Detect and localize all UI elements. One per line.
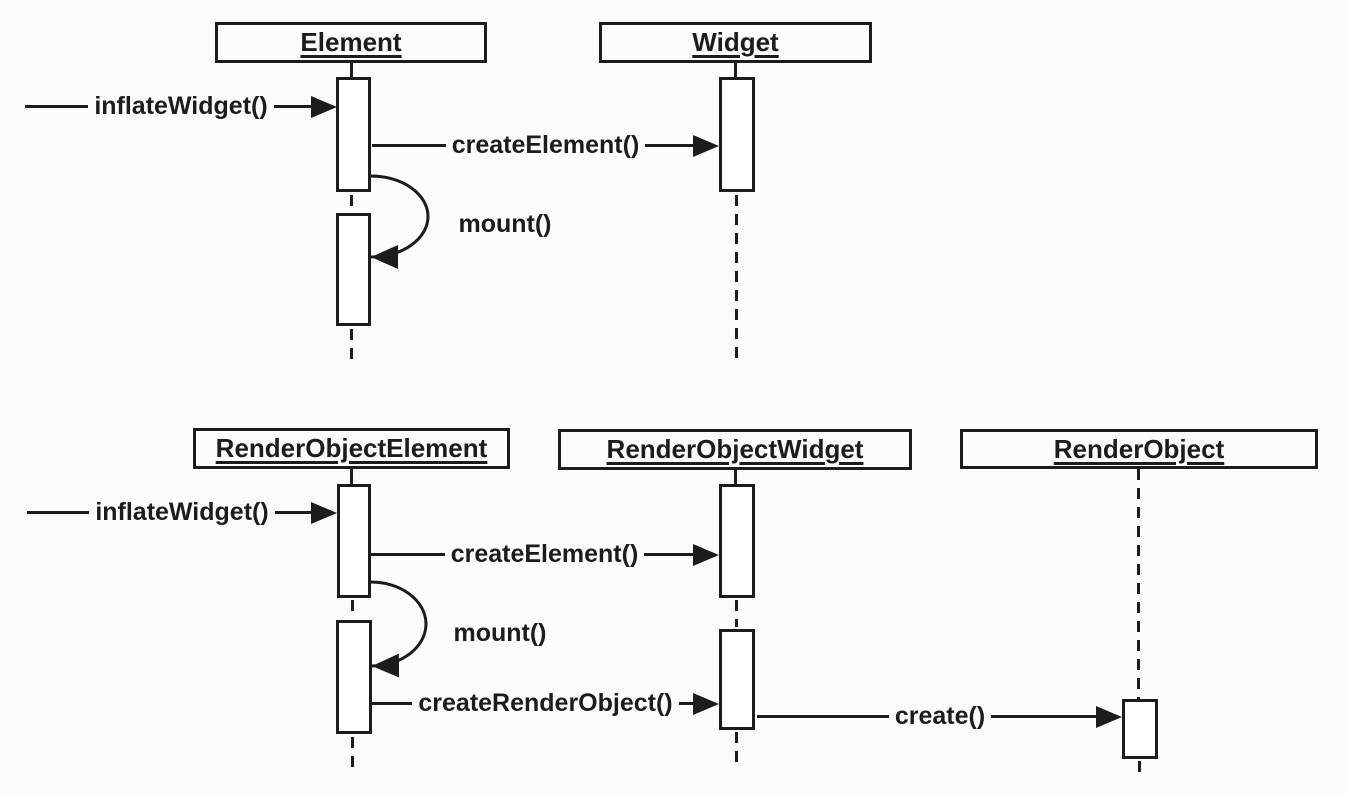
actor-name-renderobjectelement: RenderObjectElement xyxy=(215,433,488,463)
arrowhead-icon xyxy=(1096,706,1122,728)
lifeline-stem-renderobjectwidget xyxy=(734,470,737,484)
actor-name-renderobject: RenderObject xyxy=(1053,433,1225,464)
activation-bar-widget xyxy=(719,77,755,192)
lifeline-head-renderobject: RenderObject xyxy=(960,429,1318,469)
activation-bar-renderobjectwidget-1 xyxy=(719,484,755,598)
arrowhead-icon xyxy=(311,96,337,118)
lifeline-stem-renderobjectelement xyxy=(350,469,353,484)
message-label-inflatewidget: inflateWidget() xyxy=(25,92,337,120)
activation-bar-element-1 xyxy=(336,77,371,192)
lifeline-stem-element xyxy=(350,63,353,78)
message-label-inflatewidget-2: inflateWidget() xyxy=(27,498,337,526)
activation-bar-element-2 xyxy=(336,213,371,326)
lifeline-head-widget: Widget xyxy=(599,22,872,63)
actor-name-element: Element xyxy=(300,27,402,57)
lifeline-dash-renderobjectelement-gap xyxy=(351,600,354,619)
arrowhead-icon xyxy=(693,544,719,566)
activation-bar-renderobjectwidget-2 xyxy=(719,629,755,730)
lifeline-dash-element-tail xyxy=(350,329,353,360)
message-label-mount-2: mount() xyxy=(453,619,547,647)
mount-self-call-arc-2 xyxy=(369,580,428,678)
lifeline-head-element: Element xyxy=(215,22,487,63)
arrowhead-icon xyxy=(693,693,719,715)
lifeline-dash-renderobject xyxy=(1137,469,1140,699)
lifeline-dash-renderobjectwidget-tail xyxy=(735,732,738,765)
actor-name-widget: Widget xyxy=(692,27,779,57)
lifeline-head-renderobjectelement: RenderObjectElement xyxy=(193,428,510,469)
lifeline-dash-renderobjectwidget-gap xyxy=(735,600,738,627)
lifeline-head-renderobjectwidget: RenderObjectWidget xyxy=(558,429,912,470)
actor-name-renderobjectwidget: RenderObjectWidget xyxy=(606,434,864,464)
arrowhead-icon xyxy=(693,135,719,157)
activation-bar-renderobjectelement-2 xyxy=(336,620,372,734)
message-label-createrenderobject: createRenderObject() xyxy=(372,689,719,717)
lifeline-stem-widget xyxy=(734,63,737,78)
message-label-mount: mount() xyxy=(458,210,552,238)
mount-self-call-arc xyxy=(370,174,430,269)
message-label-createelement: createElement() xyxy=(372,131,719,159)
arrowhead-icon xyxy=(311,502,337,524)
activation-bar-renderobject xyxy=(1122,699,1158,759)
lifeline-dash-widget-tail xyxy=(735,195,738,360)
lifeline-dash-renderobject-tail xyxy=(1138,761,1141,778)
lifeline-dash-renderobjectelement-tail xyxy=(351,737,354,770)
message-label-createelement-2: createElement() xyxy=(370,540,719,568)
lifeline-dash-element-gap xyxy=(350,195,353,211)
activation-bar-renderobjectelement-1 xyxy=(337,484,371,598)
message-label-create: create() xyxy=(757,702,1123,730)
